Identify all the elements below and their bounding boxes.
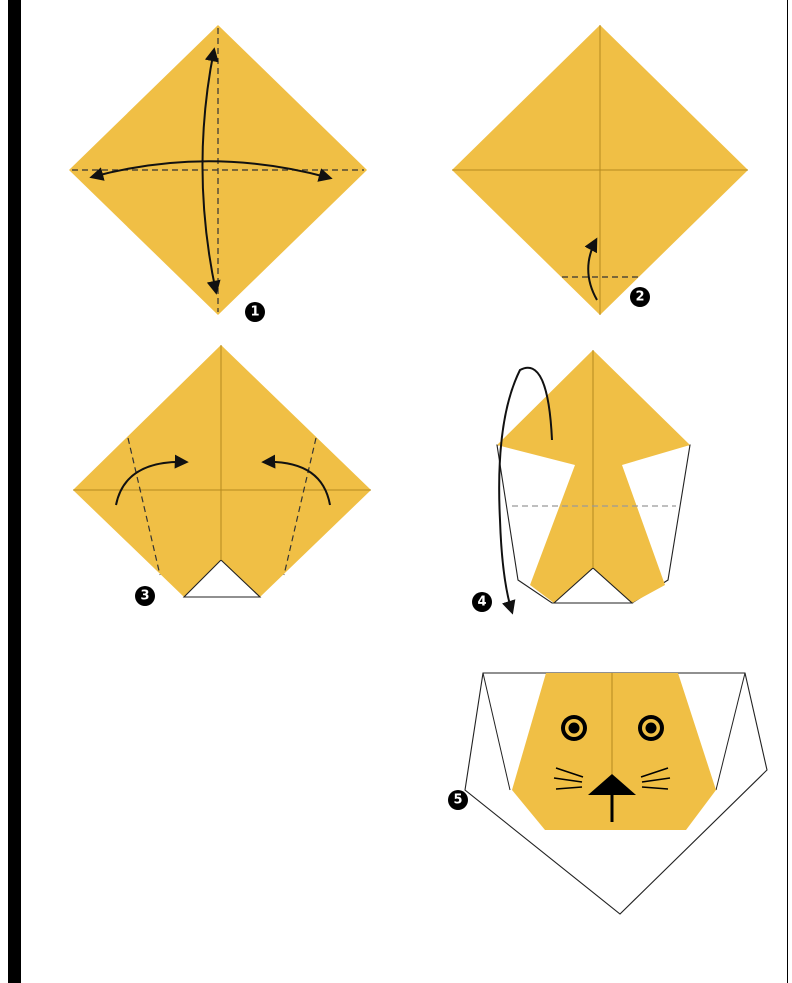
step-2-diagram: 2	[452, 25, 748, 315]
step-5-badge-icon: 5	[448, 790, 468, 810]
step-3-paper-shape	[73, 345, 371, 597]
step-2-badge-icon: 2	[630, 287, 650, 307]
step-2-number: 2	[635, 290, 644, 305]
step-4-badge-icon: 4	[472, 592, 492, 612]
step-5-dog-face	[512, 673, 716, 830]
step-3-badge-icon: 3	[135, 586, 155, 606]
step-4-number: 4	[477, 595, 486, 610]
step-1-badge-icon: 1	[245, 302, 265, 322]
step-5-number: 5	[453, 793, 462, 808]
step-3-diagram: 3	[73, 345, 371, 606]
step-4-diagram: 4	[472, 350, 690, 612]
step-5-diagram: 5	[448, 673, 767, 914]
left-eye-icon	[561, 715, 587, 741]
step-1-number: 1	[250, 305, 259, 320]
step-1-diagram: 1	[69, 25, 367, 322]
right-eye-icon	[638, 715, 664, 741]
step-3-number: 3	[140, 589, 149, 604]
